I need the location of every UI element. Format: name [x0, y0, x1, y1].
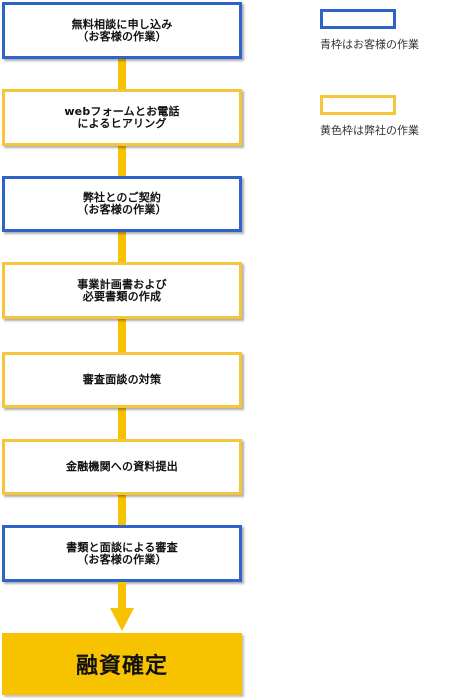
step-hearing: webフォームとお電話 によるヒアリング: [2, 89, 242, 146]
step-interview-prep: 審査面談の対策: [2, 352, 242, 408]
step-label: 金融機関への資料提出: [66, 460, 178, 473]
connector-3: [118, 232, 126, 262]
step-document-submission: 金融機関への資料提出: [2, 439, 242, 495]
step-label: 無料相談に申し込み （お客様の作業）: [71, 17, 173, 43]
step-label: 書類と面談による審査 （お客様の作業）: [66, 540, 178, 566]
step-label: 弊社とのご契約 （お客様の作業）: [77, 191, 167, 216]
step-contract: 弊社とのご契約 （お客様の作業）: [2, 176, 242, 232]
step-business-plan: 事業計画書および 必要書類の作成: [2, 262, 242, 319]
arrow-stem: [118, 582, 126, 610]
arrow-down-icon: [110, 608, 134, 631]
legend-yellow-label: 黄色枠は弊社の作業: [320, 124, 419, 137]
step-label: 事業計画書および 必要書類の作成: [77, 277, 167, 303]
final-label: 融資確定: [75, 654, 168, 679]
connector-1: [118, 59, 126, 89]
legend-blue-label: 青枠はお客様の作業: [320, 38, 419, 51]
connector-4: [118, 319, 126, 352]
connector-6: [118, 495, 126, 525]
connector-5: [118, 408, 126, 439]
step-label: webフォームとお電話 によるヒアリング: [64, 104, 180, 130]
legend-yellow-swatch: [320, 95, 396, 115]
step-review: 書類と面談による審査 （お客様の作業）: [2, 525, 242, 582]
connector-2: [118, 146, 126, 176]
final-result: 融資確定: [2, 633, 242, 695]
legend-blue-swatch: [320, 9, 396, 29]
step-label: 審査面談の対策: [82, 373, 162, 386]
step-free-consultation: 無料相談に申し込み （お客様の作業）: [2, 2, 242, 59]
